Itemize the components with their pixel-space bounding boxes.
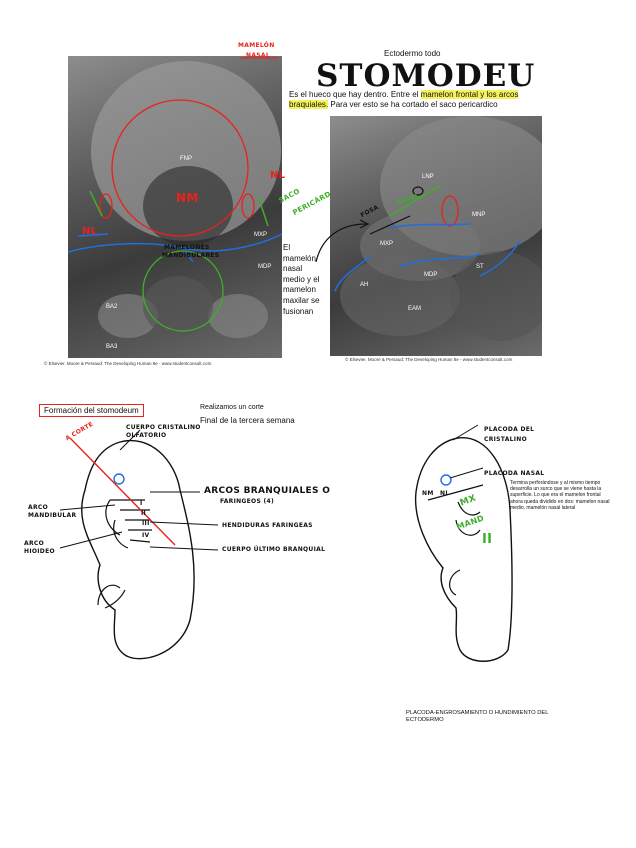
- fusion-line: mamelon: [283, 285, 316, 295]
- roman-two-annotation: II: [482, 532, 493, 547]
- left-photo-credit: © Elsevier. Moore & Persaud: The Develop…: [44, 361, 212, 366]
- arco-mandibular-line1: ARCO: [28, 504, 48, 511]
- right-embryo-photo: LNP MNP MXP MDP AH EAM ST FOSA NASAL: [330, 116, 542, 356]
- nm-annotation: NM: [176, 191, 199, 205]
- left-embryo-photo: FNP MXP MDP BA2 BA3 NM NL MAMELONES MAND…: [68, 56, 282, 358]
- right-photo-credit: © Elsevier. Moore & Persaud: The Develop…: [345, 357, 513, 362]
- left-photo-drawing: [68, 61, 282, 338]
- roman-ii: II: [141, 510, 147, 517]
- formacion-title: Formación del stomodeum: [39, 404, 144, 417]
- mandibular-annotation-line1: MAMELONES: [164, 244, 210, 251]
- eam-label: EAM: [408, 306, 422, 312]
- roman-i: I: [140, 500, 143, 507]
- description-part3: Para ver esto se ha cortado el saco peri…: [328, 100, 498, 109]
- description-part1: Es el hueco que hay dentro. Entre el: [289, 90, 421, 99]
- fusion-line: maxilar se: [283, 295, 320, 305]
- nl-right-annotation: NL: [270, 170, 286, 181]
- fusion-line: medio y el: [283, 274, 320, 284]
- roman-iv: IV: [142, 532, 150, 539]
- mamelon-arrow: [240, 57, 278, 59]
- ba3-label: BA3: [106, 344, 118, 350]
- cuerpo-ultimo-annotation: CUERPO ÚLTIMO BRANQUIAL: [222, 546, 326, 553]
- arcos-line1: ARCOS BRANQUIALES O: [204, 486, 331, 496]
- right-photo-drawing: [334, 116, 542, 341]
- mxp-label: MXP: [380, 241, 394, 247]
- stomodeum-description: Es el hueco que hay dentro. Entre el mam…: [289, 90, 521, 110]
- fusion-line: El: [283, 243, 291, 252]
- placoda-footer-line2: ECTODERMO: [406, 717, 444, 723]
- final-label: Final de la tercera semana: [200, 416, 295, 425]
- nl-right-annotation-bottom: NL: [440, 490, 450, 497]
- hendiduras-annotation: HENDIDURAS FARINGEAS: [222, 522, 313, 529]
- mamelon-nasal-line2: NASAL: [246, 52, 270, 59]
- placoda-cristalino-line1: PLACODA DEL: [484, 426, 535, 433]
- mnp-label: MNP: [472, 212, 486, 218]
- mdp-label: MDP: [424, 272, 438, 278]
- cuerpo-cristalino-line1: CUERPO CRISTALINO: [126, 424, 201, 431]
- roman-iii: III: [142, 520, 150, 527]
- fusion-line: nasal: [283, 264, 303, 274]
- mxp-label: MXP: [254, 232, 268, 238]
- placoda-footer: PLACODA-ENGROSAMIENTO O HUNDIMIENTO DEL …: [406, 710, 548, 724]
- arco-mandibular-line2: MANDIBULAR: [28, 512, 77, 519]
- fusion-line: fusionan: [283, 306, 314, 316]
- arco-hioideo-line2: HIOIDEO: [24, 548, 55, 555]
- nm-right-annotation: NM: [422, 490, 434, 497]
- st-label: ST: [476, 264, 484, 270]
- mdp-label: MDP: [258, 264, 272, 270]
- fusion-note: El mamelón nasal medio y el mamelon maxi…: [283, 243, 319, 317]
- placoda-nasal-label: PLACODA NASAL: [484, 470, 545, 477]
- lnp-label: LNP: [422, 174, 434, 180]
- fusion-line: mamelón: [283, 253, 316, 263]
- arcos-line2: FARINGEOS (4): [220, 498, 275, 505]
- placoda-cristalino-line2: CRISTALINO: [484, 436, 528, 443]
- mamelon-nasal-line1: MAMELÓN: [238, 42, 275, 49]
- nl-left-annotation: NL: [82, 226, 98, 237]
- ba2-label: BA2: [106, 304, 118, 310]
- ectodermo-label: Ectodermo todo: [384, 49, 441, 58]
- mandibular-annotation-line2: MANDIBULARES: [162, 252, 220, 259]
- fusion-arrow: [315, 219, 370, 263]
- arco-hioideo-line1: ARCO: [24, 540, 44, 547]
- ah-label: AH: [360, 282, 369, 288]
- embryo-sketch-right: [414, 424, 513, 662]
- fnp-label: FNP: [180, 156, 192, 162]
- placoda-note: Termina perforándose y al mismo tiempo d…: [510, 480, 610, 511]
- realizamos-label: Realizamos un corte: [200, 404, 264, 411]
- cuerpo-cristalino-line2: OLFATORIO: [126, 432, 167, 439]
- placoda-footer-line1: PLACODA-ENGROSAMIENTO O HUNDIMIENTO DEL: [406, 710, 549, 716]
- embryo-sketch-left: [59, 429, 219, 660]
- page-title: STOMODEU: [316, 58, 536, 94]
